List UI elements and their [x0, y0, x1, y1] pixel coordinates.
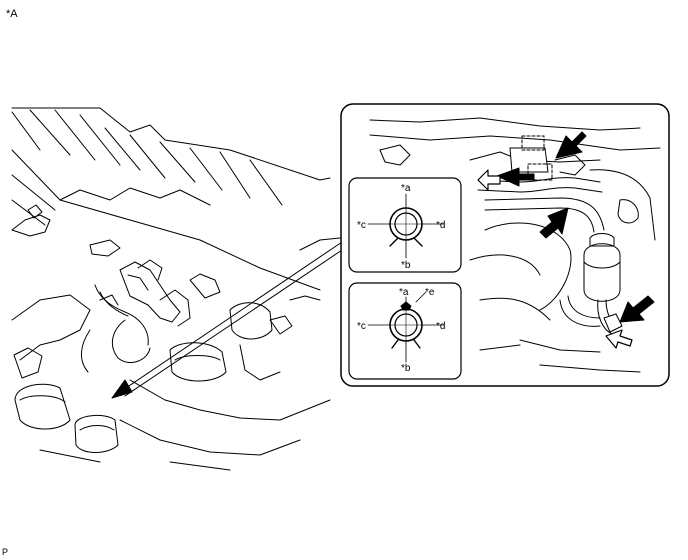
engine-bay-drawing — [11, 107, 341, 471]
leader-arrowhead — [111, 379, 133, 399]
arrow-top-right — [555, 131, 587, 159]
clamp-inset-1 — [348, 177, 462, 273]
clamp-inset-2 — [348, 282, 462, 380]
inset1-label-d: *d — [436, 220, 445, 231]
arrow-hose-middle — [539, 207, 569, 239]
detail-drawing — [369, 117, 661, 373]
inset1-label-b: *b — [401, 260, 411, 271]
footer-code: P — [2, 547, 9, 557]
inset1-label-c: *c — [357, 220, 366, 231]
outline-arrow-left — [477, 169, 501, 191]
outline-arrows — [477, 169, 633, 349]
arrow-connector-left — [496, 167, 535, 187]
pointer-arrows — [496, 131, 655, 323]
inset2-label-c: *c — [357, 321, 366, 332]
inset-labels: *a *c *d *b *a *e *c *d *b — [357, 183, 445, 374]
inset2-label-e: *e — [425, 287, 435, 298]
arrow-lower-right — [619, 295, 655, 323]
outline-arrow-bottom — [605, 329, 633, 349]
inset2-label-b: *b — [401, 363, 411, 374]
inset1-label-a: *a — [401, 183, 411, 194]
inset2-label-a: *a — [399, 287, 409, 298]
view-label: *A — [6, 8, 18, 20]
inset2-label-d: *d — [436, 321, 445, 332]
